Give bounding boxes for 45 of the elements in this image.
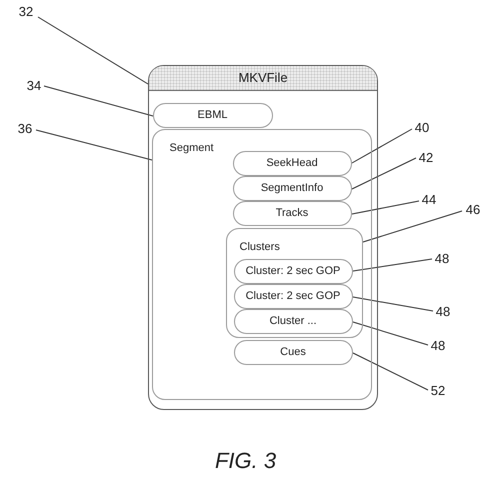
element-pill	[234, 284, 352, 308]
callout-number: 42	[416, 150, 436, 166]
leader-line	[352, 158, 416, 190]
leader-line	[38, 16, 148, 84]
element-pill	[234, 258, 352, 284]
callout-number: 48	[432, 251, 452, 267]
figure-caption: FIG. 3	[214, 448, 276, 474]
leader-line	[352, 258, 432, 272]
callout-number: 34	[24, 78, 44, 94]
leader-line	[362, 210, 462, 242]
node-label: SeekHead	[266, 156, 318, 170]
callout-number: 48	[433, 304, 453, 320]
node-label: EBML	[198, 108, 228, 122]
callout-number: 40	[412, 120, 432, 136]
callout-number: 46	[462, 202, 484, 218]
leader-line	[36, 130, 152, 160]
node-label: Cluster ...	[269, 314, 317, 328]
leader-line	[352, 352, 428, 390]
file-container	[148, 65, 378, 410]
element-pill	[234, 308, 352, 334]
callout-number: 36	[14, 121, 36, 137]
container-title: MKVFile	[149, 66, 377, 91]
element-pill	[152, 102, 272, 128]
container-panel	[152, 128, 372, 400]
leader-line	[352, 322, 428, 346]
container-title: Clusters	[240, 240, 280, 254]
callout-number: 48	[428, 338, 448, 354]
node-label: Cluster: 2 sec GOP	[246, 264, 340, 278]
element-pill	[232, 150, 352, 176]
leader-line	[352, 200, 420, 214]
node-label: Cluster: 2 sec GOP	[246, 290, 340, 302]
container-title: Segment	[170, 142, 214, 154]
callout-number: 44	[419, 192, 439, 208]
node-label: Tracks	[276, 206, 308, 220]
leader-line	[352, 128, 412, 164]
leader-line	[352, 296, 434, 312]
node-label: Cues	[280, 346, 306, 358]
container-panel	[226, 228, 362, 338]
callout-number: 52	[428, 383, 448, 399]
callout-number: 32	[14, 4, 38, 20]
element-pill	[234, 340, 352, 364]
node-label: SegmentInfo	[260, 182, 324, 194]
element-pill	[232, 176, 352, 200]
leader-line	[44, 86, 154, 116]
element-pill	[232, 200, 352, 226]
